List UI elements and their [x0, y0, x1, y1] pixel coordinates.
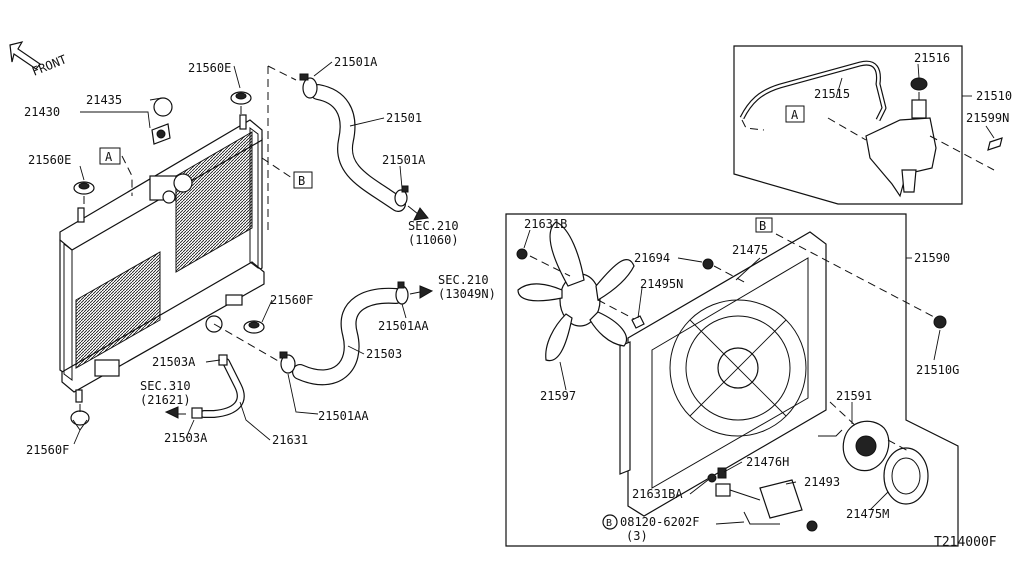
ref-a-box-reservoir: [785, 105, 805, 123]
ref-b-label-right: B: [759, 219, 766, 233]
oil-cooler-hose: [200, 358, 245, 418]
hose-clamp-upper-bottom-icon: [394, 185, 409, 207]
label-21475m: 21475M: [846, 507, 889, 521]
hose-clamp-21503a-upper-icon: [218, 354, 228, 366]
hose-clamp-21503a-lower-icon: [191, 407, 203, 419]
reservoir-clip-icon: [987, 137, 1003, 151]
label-21694: 21694: [634, 251, 670, 265]
label-21435: 21435: [86, 93, 122, 107]
motor-cover: [883, 447, 929, 505]
bolt-21694-icon: [702, 258, 714, 270]
bolt-callout-qty: (3): [626, 529, 648, 543]
ref-b-label-left: B: [298, 174, 305, 188]
bolt-21510g-icon: [933, 315, 947, 329]
label-21560f-bottom: 21560F: [26, 443, 69, 457]
bolt-21631b-icon: [516, 248, 528, 260]
label-21503: 21503: [366, 347, 402, 361]
leader-lines: [73, 61, 995, 525]
label-21475: 21475: [732, 243, 768, 257]
fan-resistor-harness: [715, 479, 818, 532]
label-21597: 21597: [540, 389, 576, 403]
label-21501a-top: 21501A: [334, 55, 378, 69]
label-21560f-mid: 21560F: [270, 293, 313, 307]
fan-shroud: [619, 231, 827, 517]
label-sec210-lower-code: SEC.210: [438, 273, 489, 287]
label-21515: 21515: [814, 87, 850, 101]
bolt-callout-symbol: B: [606, 518, 612, 529]
label-21476h: 21476H: [746, 455, 789, 469]
mount-rubber-mid-icon: [243, 320, 265, 334]
ref-b-box-right: [755, 217, 773, 233]
label-sec310-num: (21621): [140, 393, 191, 407]
label-21501aa-low: 21501AA: [318, 409, 369, 423]
mount-rubber-left-icon: [73, 181, 95, 195]
label-21503a-lower: 21503A: [164, 431, 208, 445]
label-21560e-top: 21560E: [188, 61, 231, 75]
radiator-core: [59, 114, 265, 403]
label-21631: 21631: [272, 433, 308, 447]
label-21501aa-right: 21501AA: [378, 319, 429, 333]
hose-clamp-lower-right-icon: [395, 281, 409, 305]
label-21503a-upper: 21503A: [152, 355, 196, 369]
ref-a-label-reservoir: A: [791, 108, 799, 122]
label-21516: 21516: [914, 51, 950, 65]
bolt-21631ba-icon: [707, 473, 717, 483]
label-sec210-upper-code: SEC.210: [408, 219, 459, 233]
ref-a-label-radiator: A: [105, 150, 113, 164]
mount-rubber-bottom-icon: [70, 410, 90, 431]
bolt-callout-part: 08120-6202F: [620, 515, 699, 529]
label-21510: 21510: [976, 89, 1012, 103]
lower-radiator-hose: [292, 287, 404, 386]
reservoir-overflow-hose: [739, 60, 887, 122]
label-sec210-upper-num: (11060): [408, 233, 459, 247]
mount-rubber-top-icon: [230, 91, 252, 105]
ref-a-box-radiator: [99, 147, 121, 165]
label-21591: 21591: [836, 389, 872, 403]
reservoir-cap-icon: [910, 77, 928, 91]
label-sec210-lower-num: (13049N): [438, 287, 496, 301]
label-21510g: 21510G: [916, 363, 959, 377]
hose-clamp-lower-left-icon: [279, 351, 296, 374]
label-21631ba: 21631BA: [632, 487, 683, 501]
label-21430: 21430: [24, 105, 60, 119]
label-21590: 21590: [914, 251, 950, 265]
ref-b-box-left: [293, 171, 313, 189]
label-21599n: 21599N: [966, 111, 1009, 125]
label-21495n: 21495N: [640, 277, 683, 291]
radiator-cap-icon: [151, 97, 173, 145]
fan-motor: [818, 420, 890, 472]
label-sec310-code: SEC.310: [140, 379, 191, 393]
front-arrow-icon: [9, 41, 41, 70]
upper-radiator-hose: [310, 84, 406, 212]
bolt-callout-circle-icon: [602, 514, 618, 530]
fan-assembly-frame: [505, 213, 959, 547]
flow-arrow-lower-icon: [419, 285, 434, 299]
reservoir-group-frame: [733, 45, 963, 205]
flow-arrow-oil-icon: [164, 406, 179, 419]
label-21501: 21501: [386, 111, 422, 125]
coolant-reservoir-tank: [865, 99, 937, 198]
label-21501a-mid: 21501A: [382, 153, 426, 167]
cooling-fan-blade: [517, 221, 635, 362]
connector-21476h-icon: [717, 467, 727, 479]
label-21493: 21493: [804, 475, 840, 489]
hose-clamp-upper-top-icon: [299, 73, 318, 99]
front-label: FRONT: [30, 52, 69, 79]
label-21560e-left: 21560E: [28, 153, 71, 167]
clip-21495n-icon: [631, 315, 645, 329]
diagram-id: T214000F: [934, 535, 997, 550]
flow-arrow-upper-icon: [413, 207, 429, 221]
label-21631b: 21631B: [524, 217, 567, 231]
